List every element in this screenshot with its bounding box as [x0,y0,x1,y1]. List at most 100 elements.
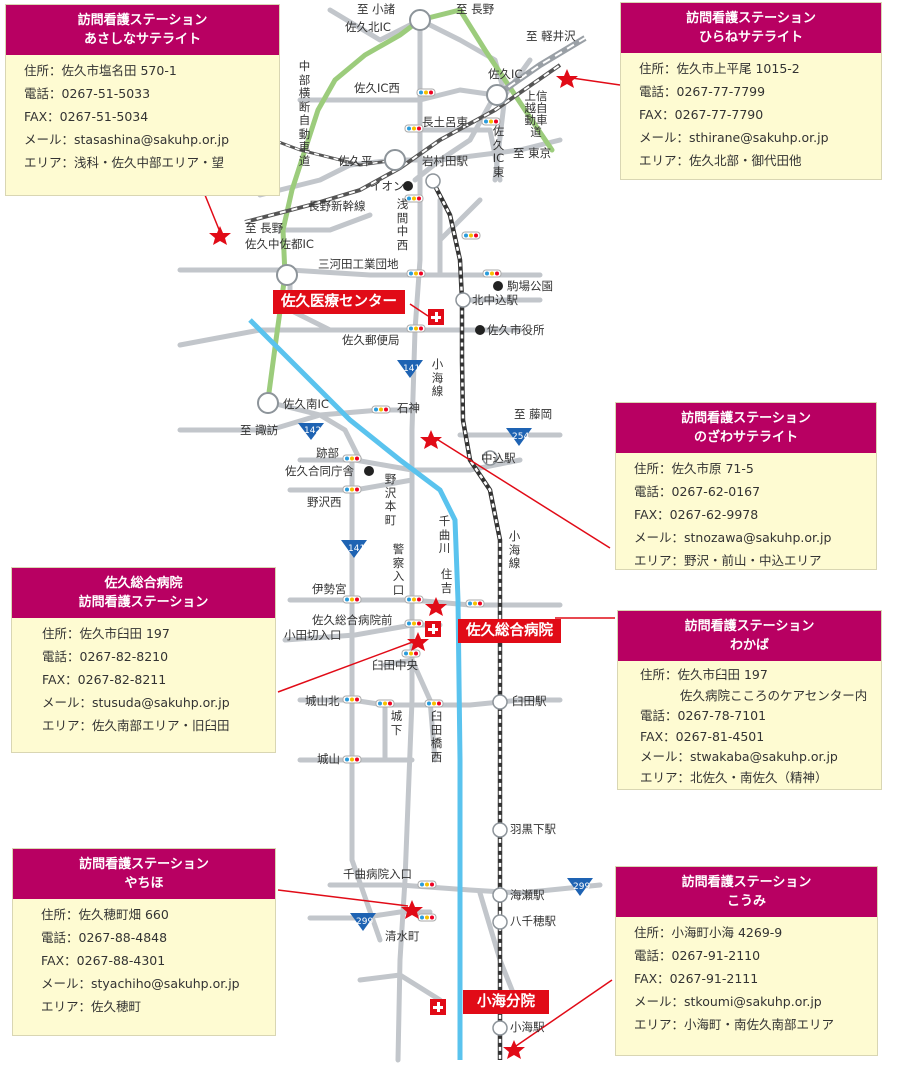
card-area: エリア：小海町・南佐久南部エリア [634,1017,835,1032]
card-tel: 電話：0267-77-7799 [639,84,766,99]
label-shiroyama-kita: 城山北 [305,694,340,708]
label-nozawa-nishi: 野沢西 [307,495,342,509]
label-route-142: 142 [304,426,322,436]
label-to-fujioka: 至 藤岡 [514,407,553,421]
card-area: エリア：野沢・前山・中込エリア [634,553,822,568]
card-mail: メール：stusuda@sakuhp.or.jp [42,695,230,710]
card-fax: FAX：0267-77-7790 [639,107,764,122]
hospital-cross-icon [428,309,444,325]
card-title: 佐久総合病院 [104,576,183,591]
card-address: 住所：佐久穂町畑 660 [41,907,169,922]
label-godo-chosha: 佐久合同庁舎 [285,464,354,478]
card-address-line2: 佐久病院こころのケアセンター内 [680,687,868,703]
card-body: 住所：佐久市原 71-5 電話：0267-62-0167 FAX：0267-62… [616,453,876,572]
card-title: 訪問看護ステーション [686,11,816,26]
label-shiroshita: 城下 [390,709,403,737]
label-saku-ic-higashi: 佐久IC東 [492,124,505,179]
label-kitanakagomi-station: 北中込駅 [472,293,518,307]
chikuma-river [248,318,463,1060]
card-body: 住所：佐久市臼田 197 電話：0267-82-8210 FAX：0267-82… [12,618,275,737]
card-fax: FAX：0267-82-8211 [42,672,167,687]
hospital-label-koumi: 小海分院 [463,990,549,1014]
hospital-label-iryo-center: 佐久医療センター [273,290,405,314]
label-komaba-park: 駒場公園 [507,279,553,293]
label-route-254: 254 [512,432,530,442]
leader-lines [204,77,621,1047]
label-shinkansen: 長野新幹線 [308,199,366,213]
label-route-141b: 141 [348,544,366,554]
card-header: 訪問看護ステーション わかば [618,611,881,661]
interchange-markers [257,9,508,414]
label-koumi-line-south: 小海線 [508,529,521,570]
card-header: 訪問看護ステーション ひらねサテライト [621,3,881,53]
card-area: エリア：北佐久・南佐久（精神） [640,769,828,785]
card-hirane: 訪問看護ステーション ひらねサテライト 住所：佐久市上平尾 1015-2 電話：… [620,2,882,180]
card-address: 住所：小海町小海 4269-9 [634,925,783,940]
label-city-hall: 佐久市役所 [487,323,545,337]
label-aeon: イオン [370,179,405,193]
label-post-office: 佐久郵便局 [342,333,400,347]
card-title: 訪問看護ステーション [681,875,812,890]
label-route-299a: 299 [573,882,591,892]
card-title: 訪問看護ステーション [684,619,815,634]
card-header: 訪問看護ステーション あさしなサテライト [6,5,279,55]
label-route-299b: 299 [356,917,374,927]
label-asama-chuo-nishi: 浅間中西 [396,197,409,252]
label-odakiri: 小田切入口 [284,628,342,642]
card-yachiho: 訪問看護ステーション やちほ 住所：佐久穂町畑 660 電話：0267-88-4… [12,848,276,1036]
label-to-nagano-west: 至 長野 [245,221,284,235]
label-saku-minami-ic: 佐久南IC [283,397,329,411]
card-tel: 電話：0267-62-0167 [634,484,761,499]
card-body: 住所：佐久市塩名田 570-1 電話：0267-51-5033 FAX：0267… [6,55,279,174]
card-fax: FAX：0267-81-4501 [640,728,765,744]
card-mail: メール：stnozawa@sakuhp.or.jp [634,530,832,545]
label-ishigami: 石神 [397,401,420,415]
label-chubu-expressway: 中部横断自動車道 [298,59,311,168]
label-saku-ic-nishi: 佐久IC西 [354,81,400,95]
card-body: 住所：佐久穂町畑 660 電話：0267-88-4848 FAX：0267-88… [13,899,275,1018]
card-area: エリア：佐久北部・御代田他 [639,153,802,168]
card-sakusogo: 佐久総合病院 訪問看護ステーション 住所：佐久市臼田 197 電話：0267-8… [11,567,276,753]
hospital-cross-icon [425,621,441,637]
label-to-karuizawa: 至 軽井沢 [526,29,576,43]
card-fax: FAX：0267-62-9978 [634,507,759,522]
card-mail: メール：styachiho@sakuhp.or.jp [41,976,240,991]
label-to-tokyo: 至 東京 [513,146,552,160]
card-mail: メール：stasashina@sakuhp.or.jp [24,132,230,147]
station-markers [425,173,508,1036]
card-header: 訪問看護ステーション こうみ [616,867,877,917]
label-haguroshita-station: 羽黒下駅 [510,822,556,836]
landmark-dots [364,181,503,476]
card-body: 住所：佐久市臼田 197 佐久病院こころのケアセンター内 電話：0267-78-… [618,661,881,788]
card-header: 訪問看護ステーション やちほ [13,849,275,899]
label-koumi-line: 小海線 [431,357,444,398]
label-chikuma-river: 千曲川 [438,514,451,555]
label-to-komoro: 至 小諸 [357,2,396,16]
card-subtitle: のざわサテライト [693,430,798,445]
label-sogo-mae: 佐久総合病院前 [312,613,393,627]
card-area: エリア：浅科・佐久中部エリア・望 [24,155,225,170]
card-address: 住所：佐久市臼田 197 [42,626,170,641]
card-area: エリア：佐久穂町 [41,999,142,1014]
label-to-nagano-north: 至 長野 [456,2,495,16]
card-tel: 電話：0267-88-4848 [41,930,168,945]
label-miyoshi: 三河田工業団地 [318,257,399,271]
card-fax: FAX：0267-91-2111 [634,971,759,986]
card-mail: メール：stkoumi@sakuhp.or.jp [634,994,822,1009]
card-subtitle: こうみ [726,894,766,909]
label-usuda-chuo: 臼田中央 [372,658,418,672]
label-unose-station: 海瀬駅 [510,888,545,902]
traffic-signals [342,88,502,922]
card-mail: メール：stwakaba@sakuhp.or.jp [640,749,838,764]
label-atobe: 跡部 [316,446,339,460]
card-fax: FAX：0267-88-4301 [41,953,166,968]
label-iwamurada-station: 岩村田駅 [422,154,468,168]
label-nagatsuchioshi: 長土呂東 [422,115,468,129]
card-address: 住所：佐久市原 71-5 [634,461,754,476]
card-body: 住所：佐久市上平尾 1015-2 電話：0267-77-7799 FAX：026… [621,53,881,172]
card-title: 訪問看護ステーション [77,13,208,28]
label-yachiho-station: 八千穂駅 [510,914,556,928]
hospital-cross-icon [430,999,446,1015]
card-subtitle: わかば [729,638,769,653]
